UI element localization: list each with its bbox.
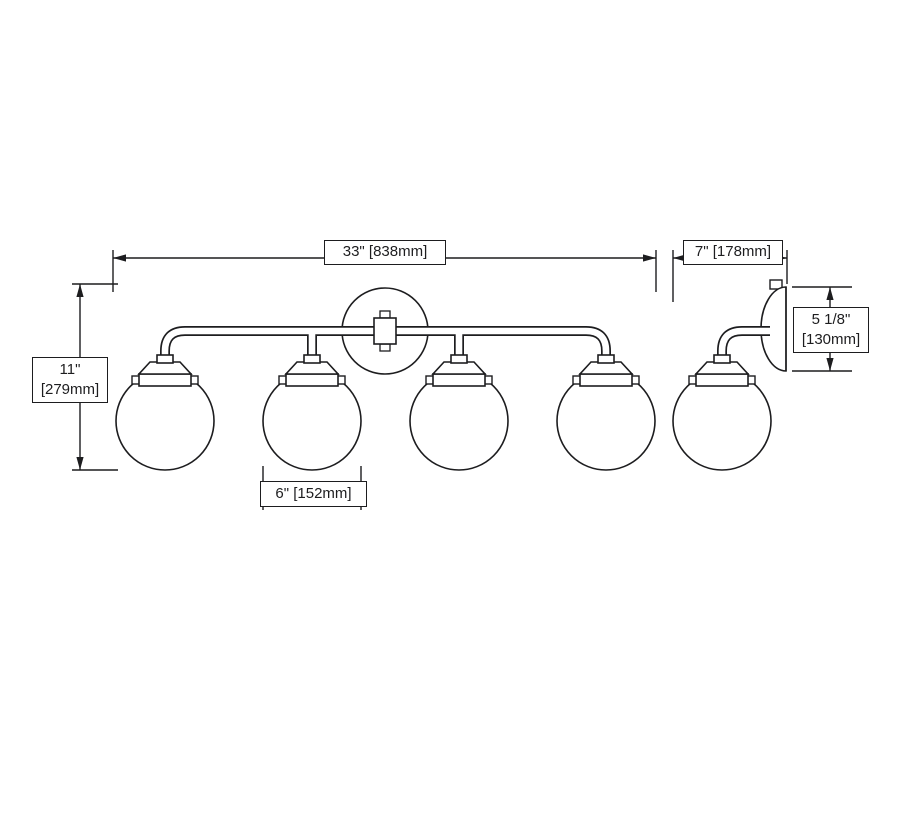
- arrow-right-icon: [643, 254, 656, 262]
- wall-plate: [760, 279, 787, 372]
- arrow-down-icon: [826, 358, 834, 371]
- arrow-up-icon: [826, 287, 834, 300]
- dim-text: 6" [152mm]: [275, 484, 352, 502]
- lamp-head-side: [672, 354, 772, 471]
- dim-label-backplate-height: 5 1/8" [130mm]: [793, 307, 869, 353]
- dim-label-projection: 7" [178mm]: [683, 240, 783, 265]
- lamp-head-1: [115, 354, 215, 471]
- dim-text: 5 1/8": [811, 310, 851, 328]
- arrow-down-icon: [76, 457, 84, 470]
- arrow-left-icon: [113, 254, 126, 262]
- lamp-head-4: [556, 354, 656, 471]
- side-arm-fill: [718, 327, 770, 358]
- dim-label-overall-height: 11" [279mm]: [32, 357, 108, 403]
- arrow-left-icon: [673, 254, 686, 262]
- dim-text: 33" [838mm]: [342, 243, 428, 261]
- lamp-head-2: [262, 354, 362, 471]
- dim-text: 7" [178mm]: [694, 243, 772, 261]
- arrow-up-icon: [76, 284, 84, 297]
- dim-text: [279mm]: [40, 381, 100, 398]
- dim-text: [130mm]: [801, 331, 861, 348]
- canopy-hub: [373, 310, 397, 352]
- lamp-head-3: [409, 354, 509, 471]
- dim-text: 11": [59, 360, 81, 378]
- dim-label-shade-diameter: 6" [152mm]: [260, 481, 367, 507]
- front-view: [115, 287, 656, 471]
- dim-label-overall-width: 33" [838mm]: [324, 240, 446, 265]
- side-view: [672, 279, 787, 471]
